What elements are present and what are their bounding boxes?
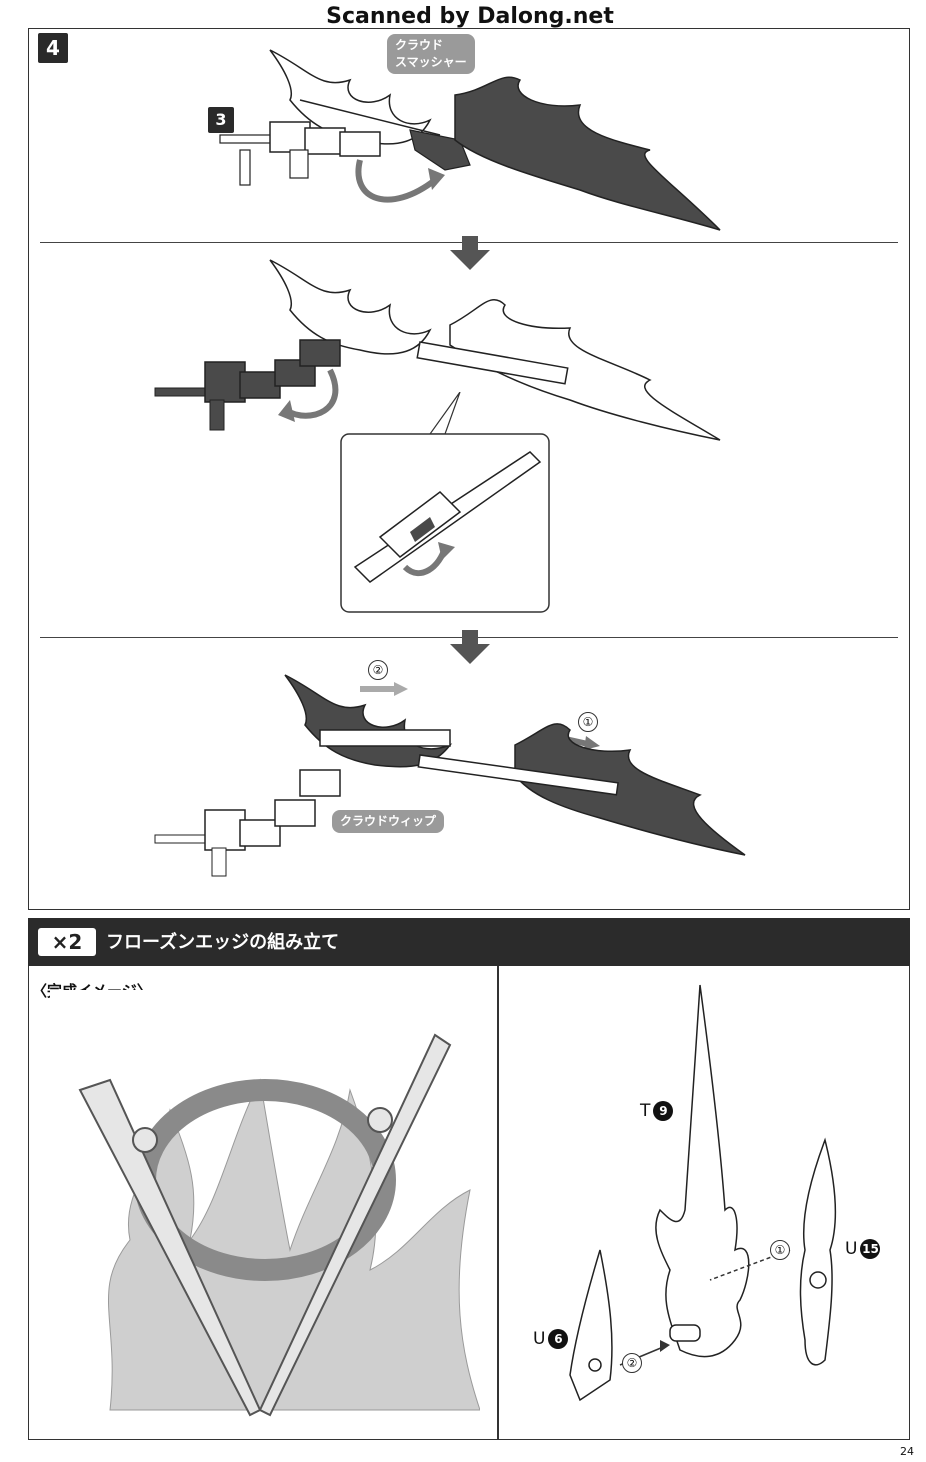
parts-assembly-diagram [569, 984, 837, 1402]
down-arrow-2 [450, 630, 490, 664]
part-runner: U [533, 1329, 546, 1349]
step-number-badge: 4 [38, 33, 68, 63]
down-arrow-1 [450, 236, 490, 270]
weapon-illustration-stage2 [154, 259, 721, 441]
weapon-illustration-stage1 [219, 49, 721, 231]
sub-step-badge: 3 [208, 107, 234, 133]
order-marker-1: ① [578, 712, 598, 732]
section2-header-bar [28, 918, 910, 966]
section2-divider [497, 966, 499, 1440]
part-number: 15 [860, 1239, 881, 1259]
step4-frame [28, 28, 910, 910]
section-title: フローズンエッジの組み立て [106, 932, 340, 953]
part-number: 9 [653, 1101, 674, 1121]
order-marker-2: ② [368, 660, 388, 680]
detail-callout [340, 392, 550, 613]
weapon-illustration-stage3 [154, 674, 746, 877]
cloud-smasher-label: クラウド スマッシャー [387, 34, 475, 74]
slide-arrow-2 [360, 682, 408, 696]
part-runner: T [640, 1101, 651, 1121]
assembly-order-2: ② [622, 1353, 642, 1373]
part-runner: U [845, 1239, 858, 1259]
watermark-text: Scanned by Dalong.net [326, 4, 614, 29]
page-number: 24 [900, 1445, 914, 1458]
completed-image-photo [50, 990, 480, 1420]
cloud-whip-label: クラウドウィップ [332, 810, 445, 833]
part-number: 6 [548, 1329, 569, 1349]
assembly-order-1: ① [770, 1240, 790, 1260]
multiplier-badge: ×2 [38, 928, 96, 956]
